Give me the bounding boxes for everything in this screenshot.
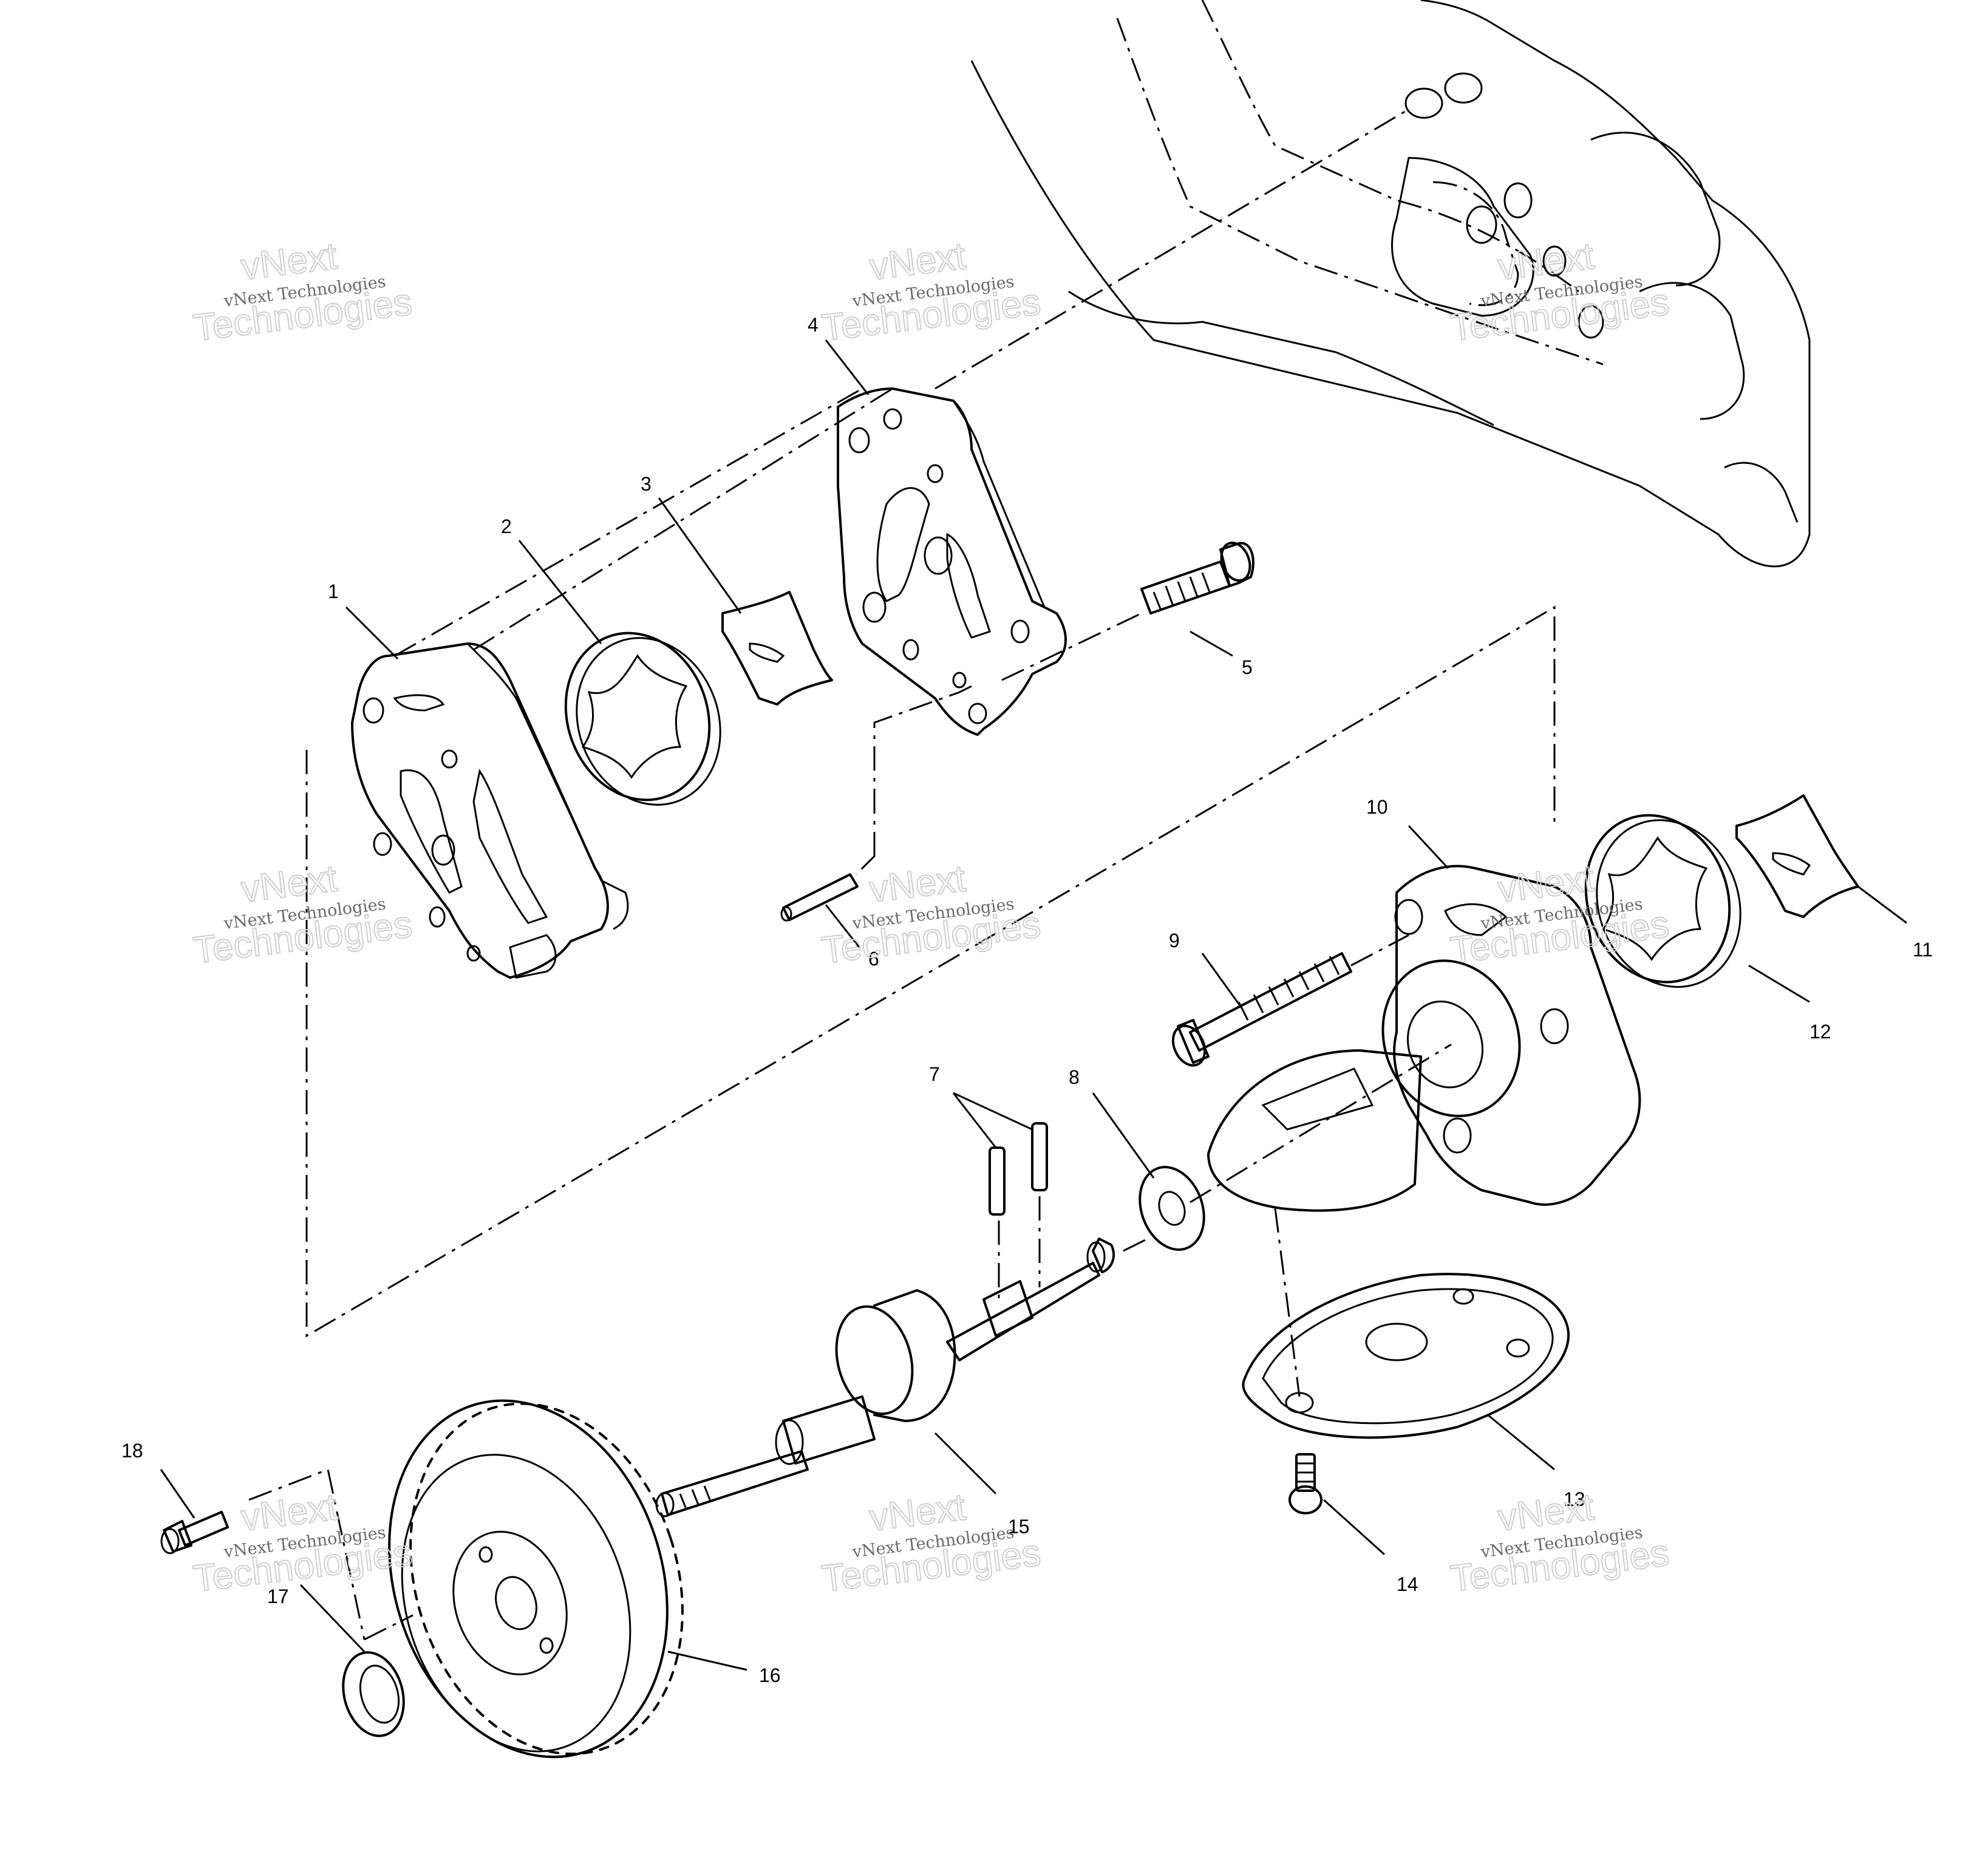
callout-13: 13 — [1564, 1488, 1585, 1510]
callout-17: 17 — [267, 1585, 289, 1607]
callout-6: 6 — [868, 948, 879, 970]
bolt-part-18 — [160, 1511, 229, 1554]
leader-lines — [160, 339, 1907, 1671]
pump-plate-part-4 — [837, 387, 1067, 736]
washer-part-17 — [342, 1651, 405, 1737]
outer-rotor-part-12 — [1584, 814, 1741, 988]
pump-shaft-part-15 — [655, 1238, 1115, 1517]
driven-gear-part-16 — [388, 1399, 684, 1759]
callout-labels: 1 2 3 4 5 6 7 8 9 10 11 12 13 14 15 16 1… — [121, 314, 1933, 1686]
callout-4: 4 — [808, 314, 819, 336]
callout-16: 16 — [759, 1664, 781, 1686]
engine-case — [970, 0, 1811, 568]
inner-rotor-part-3 — [721, 591, 833, 706]
callout-1: 1 — [328, 581, 339, 602]
screw-part-14 — [1288, 1453, 1322, 1514]
callout-7: 7 — [929, 1063, 940, 1085]
callout-9: 9 — [1169, 930, 1180, 952]
pins-part-7 — [989, 1122, 1048, 1216]
callout-8: 8 — [1069, 1066, 1080, 1088]
inner-rotor-part-11 — [1735, 794, 1859, 918]
washer-part-8 — [1139, 1166, 1205, 1251]
pin-part-6 — [780, 873, 859, 922]
pump-housing-part-10 — [1381, 865, 1641, 1206]
callout-12: 12 — [1809, 1021, 1831, 1043]
callout-10: 10 — [1366, 796, 1388, 818]
cover-disc — [1207, 1049, 1422, 1212]
callout-3: 3 — [641, 473, 652, 495]
bolt-part-5 — [1140, 542, 1254, 615]
pump-body-part-1 — [351, 642, 629, 979]
callout-2: 2 — [501, 516, 512, 537]
callout-5: 5 — [1242, 656, 1253, 678]
callout-14: 14 — [1397, 1573, 1418, 1595]
outer-rotor-part-2 — [564, 632, 721, 806]
gasket-part-13 — [1242, 1273, 1570, 1439]
callout-18: 18 — [121, 1440, 143, 1462]
callout-11: 11 — [1913, 939, 1933, 961]
assembly-centerlines — [248, 108, 1556, 1641]
callout-15: 15 — [1008, 1516, 1030, 1537]
watermarks: vNext Technologies vNext Technologies vN… — [191, 234, 1672, 1601]
long-bolt-part-9 — [1171, 952, 1352, 1067]
